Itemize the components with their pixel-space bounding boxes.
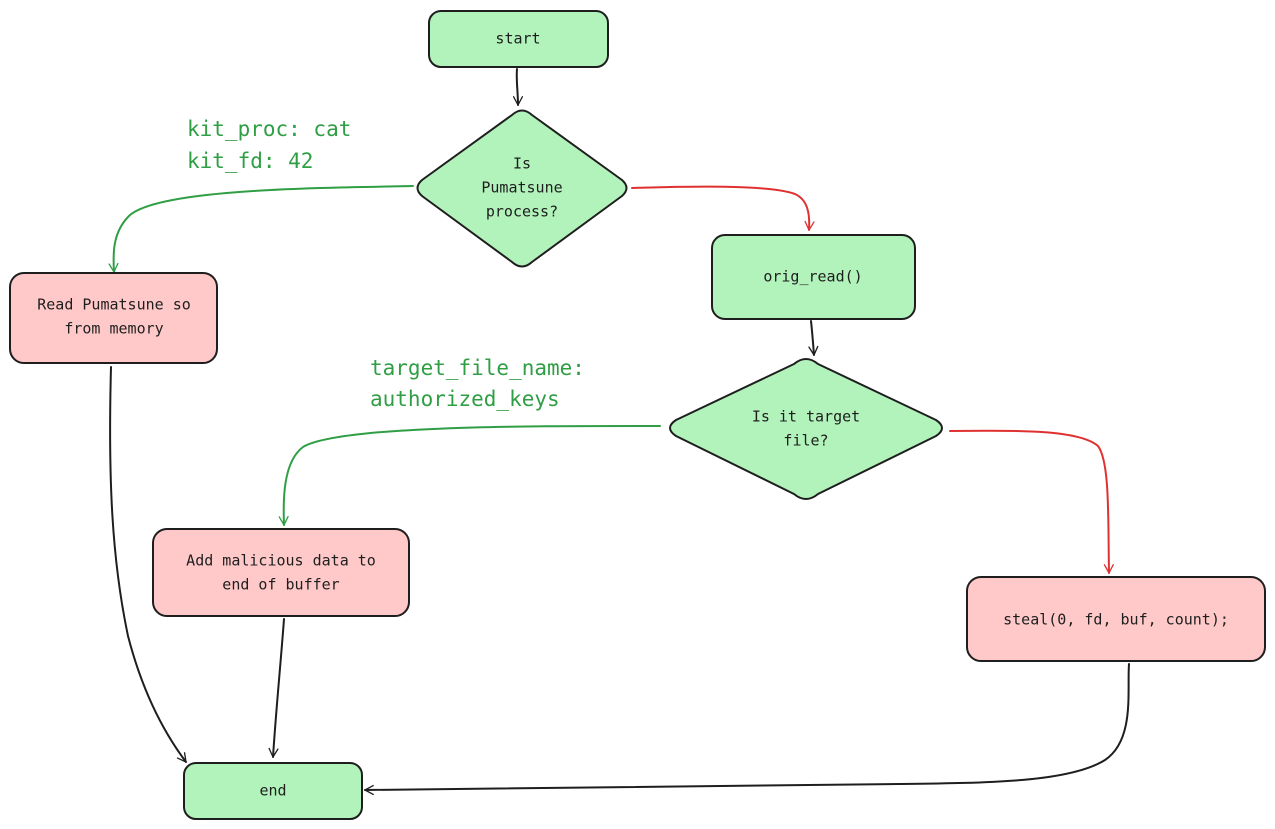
read-so-label-line1: Read Pumatsune so: [37, 296, 191, 314]
steal-label: steal(0, fd, buf, count);: [1003, 611, 1229, 629]
is-pumatsune-label-line2: Pumatsune: [481, 179, 562, 197]
edge-target-no-to-steal: [949, 429, 1114, 574]
add-malicious-label-line2: end of buffer: [222, 576, 339, 594]
note-target-file-name: target_file_name:: [370, 356, 585, 380]
is-target-file-decision: Is it target file?: [669, 358, 943, 500]
end-node: end: [183, 762, 363, 820]
start-node: start: [428, 10, 609, 68]
orig-read-node: orig_read(): [711, 234, 916, 320]
is-pumatsune-process-decision: Is Pumatsune process?: [416, 109, 628, 268]
add-malicious-label-line1: Add malicious data to: [186, 552, 376, 570]
edge-start-to-decision: [512, 68, 524, 106]
edge-decision-yes-to-read-so: [108, 185, 414, 273]
edge-orig-read-to-target-decision: [808, 320, 819, 356]
note-kit-fd: kit_fd: 42: [187, 149, 313, 173]
read-so-from-memory-node: Read Pumatsune so from memory: [9, 272, 218, 364]
orig-read-label: orig_read(): [763, 268, 862, 286]
is-pumatsune-label-line1: Is: [513, 155, 531, 173]
is-target-label-line2: file?: [783, 432, 828, 450]
edge-target-yes-to-add-malicious: [278, 424, 661, 526]
add-malicious-data-node: Add malicious data to end of buffer: [152, 528, 410, 617]
note-authorized-keys: authorized_keys: [370, 387, 560, 411]
edge-add-malicious-to-end: [268, 618, 285, 758]
start-label: start: [495, 30, 540, 48]
edge-decision-no-to-orig-read: [631, 185, 815, 231]
edge-steal-to-end: [364, 663, 1130, 796]
end-label: end: [259, 782, 286, 800]
edge-read-so-to-end: [109, 366, 187, 763]
read-so-label-line2: from memory: [64, 320, 163, 338]
is-target-label-line1: Is it target: [752, 408, 860, 426]
steal-node: steal(0, fd, buf, count);: [966, 576, 1266, 662]
is-pumatsune-label-line3: process?: [486, 203, 558, 221]
note-kit-proc: kit_proc: cat: [187, 117, 351, 141]
